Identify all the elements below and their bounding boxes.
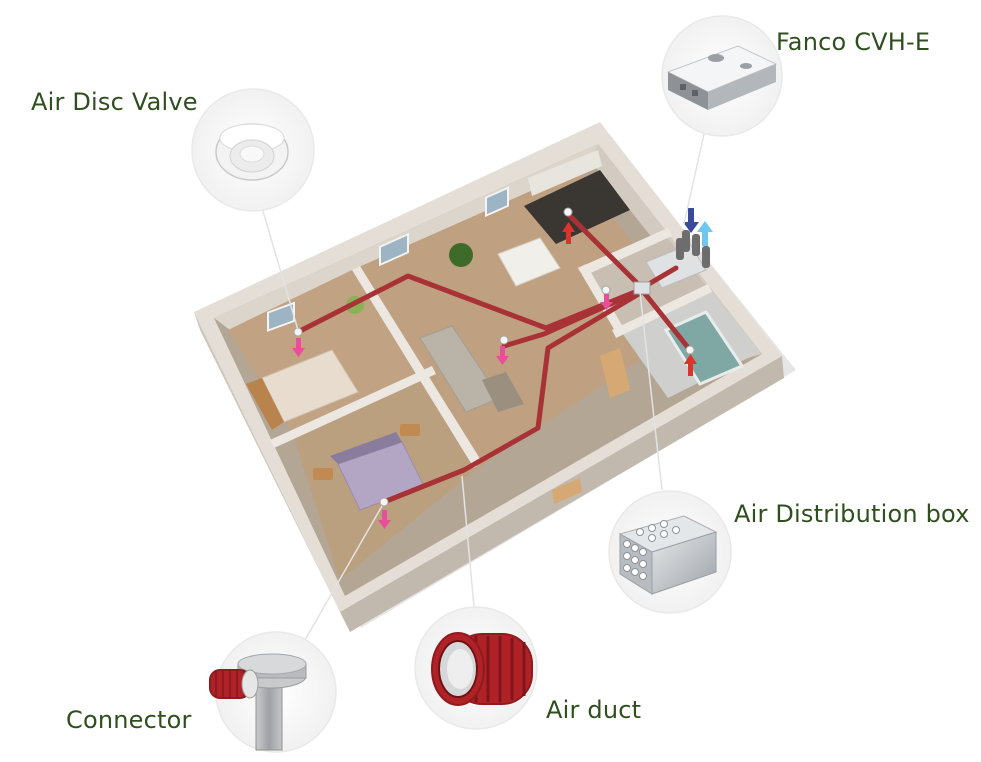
distribution-box-icon xyxy=(618,515,718,595)
leader-air-duct xyxy=(461,475,475,608)
door-living xyxy=(600,348,630,398)
wall-bedrooms-living xyxy=(352,266,482,468)
wall-utility xyxy=(578,228,672,276)
distribution-box-label: Air Distribution box xyxy=(734,500,970,528)
window-bedroom xyxy=(267,301,295,332)
leader-fanco xyxy=(683,133,705,225)
kitchen-upper xyxy=(528,150,602,196)
kitchen-counter xyxy=(524,170,630,244)
valve-utility xyxy=(601,285,611,295)
valve-kitchen xyxy=(563,207,573,217)
exhaust-arrows xyxy=(562,222,697,376)
fanco-bubble xyxy=(661,15,783,137)
valve-bedroom-bottom xyxy=(379,497,389,507)
air-duct-label: Air duct xyxy=(546,696,642,724)
connector-icon xyxy=(209,653,307,751)
duct-kitchen xyxy=(565,211,645,291)
leader-connector xyxy=(304,505,383,641)
duct-bathroom xyxy=(639,287,693,353)
exhaust-arrow-kitchen-icon xyxy=(562,222,575,244)
fanco-unit-icon xyxy=(666,45,778,110)
fresh-air-arrow-icon xyxy=(697,221,713,246)
connector-label: Connector xyxy=(66,706,192,734)
dining-table xyxy=(497,237,561,287)
air-duct-icon xyxy=(431,632,533,706)
window-kitchen xyxy=(485,186,509,218)
supply-arrows xyxy=(292,294,613,529)
leader-distribution-box xyxy=(639,291,663,491)
supply-arrow-bedroom-top-icon xyxy=(292,338,305,357)
nightstand-right xyxy=(400,424,420,436)
valve-bathroom xyxy=(685,345,695,355)
distribution-box-plan xyxy=(633,281,651,295)
outgoing-air-arrow-icon xyxy=(683,208,699,233)
leader-air-disc-valve xyxy=(261,207,299,331)
valve-living xyxy=(499,335,509,345)
outside-pipes xyxy=(676,230,710,268)
duct-bedroom-top xyxy=(295,273,643,335)
plant xyxy=(449,243,473,267)
supply-arrow-living-icon xyxy=(496,346,509,365)
door-front xyxy=(552,478,582,504)
coffee-table xyxy=(482,372,524,412)
wall-utility-side xyxy=(578,264,626,336)
bed-bottom-headboard xyxy=(330,432,402,464)
air-disc-valve-bubble xyxy=(191,88,315,212)
nightstand-left xyxy=(313,468,333,480)
bed-top-frame xyxy=(246,378,284,430)
air-duct-bubble xyxy=(414,606,538,730)
valve-points xyxy=(293,207,695,507)
connector-bubble xyxy=(209,631,337,753)
leader-lines xyxy=(261,133,705,641)
window-living xyxy=(379,232,409,267)
air-disc-valve-label: Air Disc Valve xyxy=(31,88,198,116)
duct-bedroom-bottom xyxy=(381,289,645,505)
distribution-box-bubble xyxy=(608,490,732,614)
fanco-label: Fanco CVH-E xyxy=(776,28,931,56)
supply-arrow-bedroom-bottom-icon xyxy=(378,510,391,529)
wall-between-bedrooms xyxy=(270,366,436,448)
supply-arrow-utility-icon xyxy=(600,294,613,310)
exhaust-arrow-bathroom-icon xyxy=(684,354,697,376)
